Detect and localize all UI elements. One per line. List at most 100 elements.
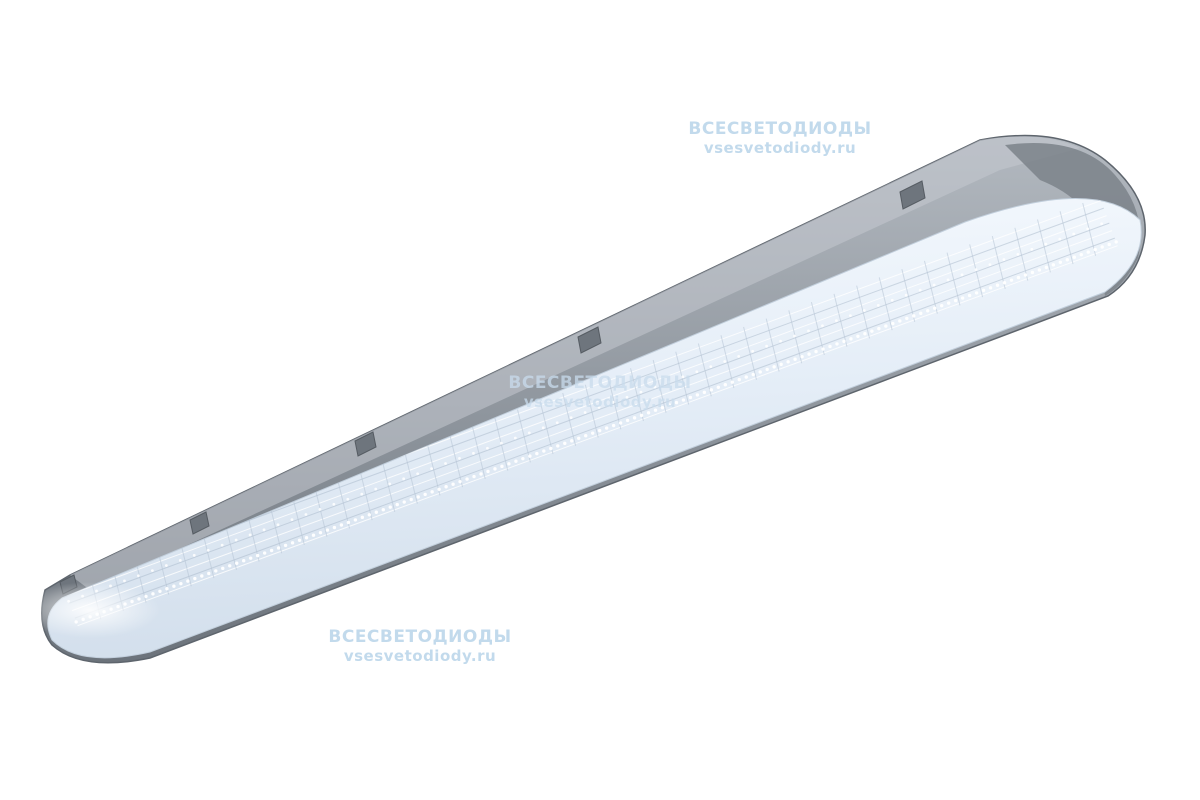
led-dot bbox=[304, 536, 309, 540]
led-dot bbox=[241, 558, 246, 563]
led-dot bbox=[430, 467, 433, 471]
led-dot bbox=[590, 431, 595, 435]
prism-line bbox=[697, 343, 712, 397]
led-dot bbox=[1093, 247, 1097, 252]
led-dot bbox=[807, 329, 810, 333]
led-dot bbox=[228, 564, 232, 568]
prism-line bbox=[652, 359, 667, 413]
led-dot bbox=[402, 477, 406, 481]
led-dot bbox=[681, 398, 686, 402]
led-dot bbox=[1100, 245, 1104, 249]
led-dot bbox=[730, 380, 734, 384]
prism-line bbox=[833, 293, 848, 347]
prism-line bbox=[720, 335, 735, 389]
led-dot bbox=[248, 556, 253, 560]
led-dot bbox=[967, 293, 972, 298]
led-dot bbox=[807, 352, 811, 356]
led-dot bbox=[221, 566, 225, 571]
led-dot bbox=[611, 423, 616, 428]
watermark-brand: ВСЕСВЕТОДИОДЫ bbox=[508, 373, 692, 393]
led-dot bbox=[388, 482, 392, 486]
led-dot bbox=[953, 298, 958, 303]
led-dot bbox=[1086, 250, 1090, 254]
led-dot bbox=[521, 456, 525, 461]
led-dot bbox=[569, 416, 573, 420]
prism-line bbox=[765, 318, 780, 372]
led-dot bbox=[290, 518, 294, 522]
led-dot bbox=[709, 388, 714, 392]
prism-line bbox=[66, 215, 1107, 597]
led-dot bbox=[416, 495, 420, 499]
watermark-top: ВСЕСВЕТОДИОДЫ vsesvetodiody.ru bbox=[660, 119, 900, 157]
led-dot bbox=[709, 365, 713, 369]
led-dot bbox=[639, 390, 643, 394]
led-dot bbox=[458, 457, 461, 460]
led-dot bbox=[479, 472, 483, 476]
led-dot bbox=[1023, 273, 1028, 277]
led-dot bbox=[584, 434, 588, 438]
watermark-url: vsesvetodiody.ru bbox=[343, 646, 497, 665]
led-dot bbox=[360, 492, 364, 496]
led-dot bbox=[988, 263, 992, 266]
led-dot bbox=[981, 288, 986, 293]
led-dot bbox=[1051, 263, 1056, 267]
led-dot bbox=[339, 523, 344, 527]
led-dot bbox=[890, 298, 894, 302]
led-dot bbox=[207, 571, 211, 576]
led-dot bbox=[367, 513, 372, 517]
led-dot bbox=[318, 508, 322, 511]
led-dot bbox=[1058, 237, 1062, 241]
led-dot bbox=[311, 533, 316, 537]
led-dot bbox=[1002, 281, 1007, 285]
led-dot bbox=[234, 538, 238, 542]
led-dot bbox=[499, 441, 503, 445]
led-dot bbox=[570, 439, 574, 443]
prism-line bbox=[358, 467, 373, 521]
led-dot bbox=[723, 383, 728, 387]
watermark-brand: ВСЕСВЕТОДИОДЫ bbox=[688, 119, 872, 139]
led-dot bbox=[611, 400, 615, 404]
prism-line bbox=[878, 277, 893, 331]
watermark-brand: ВСЕСВЕТОДИОДЫ bbox=[328, 627, 512, 647]
led-dot bbox=[877, 326, 881, 331]
led-dot bbox=[458, 479, 462, 484]
led-dot bbox=[674, 400, 679, 405]
prism-line bbox=[743, 326, 757, 380]
led-dot bbox=[535, 451, 539, 456]
prism-line bbox=[856, 285, 871, 339]
led-dot bbox=[1079, 252, 1083, 257]
led-dot bbox=[695, 370, 699, 374]
led-dot bbox=[262, 551, 267, 555]
led-dot bbox=[290, 541, 295, 545]
led-dot bbox=[549, 446, 553, 451]
led-dot bbox=[848, 314, 852, 318]
led-dot bbox=[192, 553, 196, 557]
led-dot bbox=[960, 296, 965, 300]
led-dot bbox=[150, 569, 154, 573]
led-dot bbox=[1100, 222, 1104, 226]
led-dot bbox=[409, 497, 413, 502]
led-dot bbox=[639, 413, 644, 418]
watermark-url: vsesvetodiody.ru bbox=[703, 138, 857, 157]
led-dot bbox=[1030, 247, 1034, 251]
prism-line bbox=[675, 351, 690, 405]
led-dot bbox=[318, 530, 323, 535]
led-dot bbox=[395, 502, 399, 507]
led-dot bbox=[751, 349, 755, 353]
led-dot bbox=[842, 339, 846, 344]
led-dot bbox=[919, 311, 923, 316]
led-dot bbox=[835, 319, 838, 323]
prism-line bbox=[336, 475, 351, 529]
led-dot bbox=[939, 303, 944, 308]
led-dot bbox=[926, 309, 930, 313]
led-dot bbox=[828, 344, 832, 349]
led-dot bbox=[918, 288, 922, 292]
led-dot bbox=[849, 337, 853, 341]
led-dot bbox=[283, 543, 288, 548]
led-dot bbox=[625, 395, 629, 399]
led-dot bbox=[158, 589, 162, 594]
led-dot bbox=[737, 377, 741, 382]
prism-line bbox=[1082, 202, 1097, 256]
led-dot bbox=[297, 538, 302, 542]
led-dot bbox=[451, 482, 455, 486]
